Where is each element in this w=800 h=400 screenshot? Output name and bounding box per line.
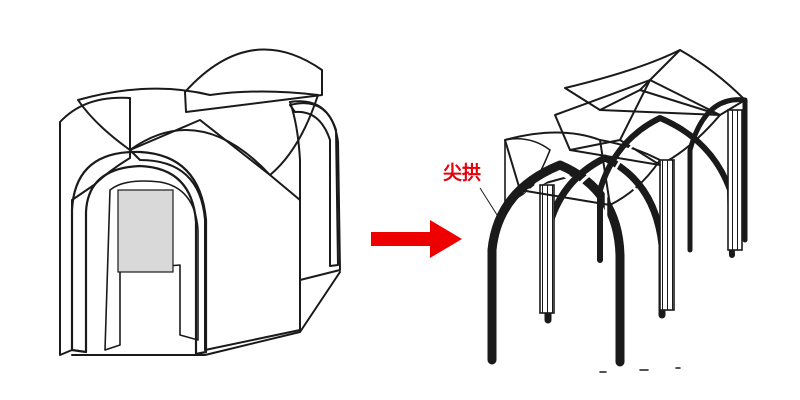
pointed-arch-label: 尖拱 — [443, 161, 481, 184]
callout-leader-line — [479, 187, 500, 219]
arrow-head — [430, 220, 462, 258]
middle-pointed-arch — [544, 154, 666, 324]
tunnel-interior — [104, 180, 199, 351]
diagonal-rib-front — [519, 139, 611, 206]
diagonal-rib-middle — [569, 79, 661, 166]
side-arch-ring — [289, 102, 339, 267]
middle-pier — [659, 159, 675, 311]
rib-vault-figure — [487, 49, 748, 373]
middle-pointed-arch-inner — [552, 163, 658, 318]
right-barrel-vault — [289, 100, 341, 281]
ground-marks — [599, 367, 681, 373]
pointed-arch-callout: 尖拱 — [443, 161, 500, 219]
front-barrel-vault — [129, 129, 301, 351]
groin-roof — [77, 87, 319, 176]
base-line — [71, 271, 341, 356]
back-pointed-arch — [597, 115, 735, 263]
front-pointed-arch-inner — [498, 170, 614, 362]
back-pier — [727, 109, 743, 251]
front-left-pier — [539, 184, 555, 314]
front-arch-ring — [70, 150, 208, 356]
diagonal-rib-back — [599, 49, 721, 116]
back-pointed-arch-inner — [604, 123, 728, 258]
arrow-shaft — [371, 232, 433, 246]
groin-vault-figure — [59, 48, 341, 356]
transition-arrow — [371, 220, 462, 258]
front-bay-roof — [504, 131, 661, 206]
tunnel-back-wall — [117, 189, 174, 273]
middle-bay-roof — [554, 79, 721, 166]
far-pointed-arch — [687, 97, 748, 253]
back-barrel-vault — [184, 48, 323, 113]
